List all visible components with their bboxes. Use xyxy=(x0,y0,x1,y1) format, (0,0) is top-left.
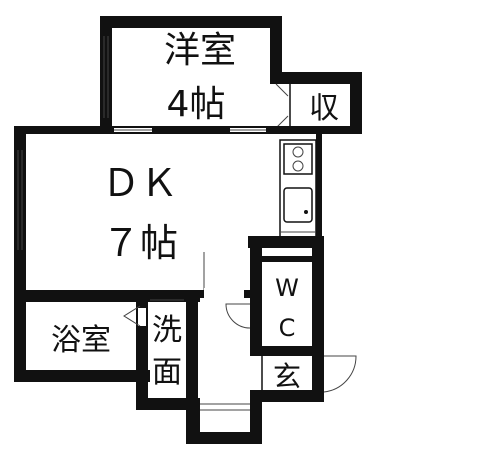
dining-kitchen: ＤＫ ７帖 xyxy=(14,126,322,302)
washroom-label-bottom: 面 xyxy=(152,355,182,390)
toilet-room: W C xyxy=(225,236,324,356)
dk-name: ＤＫ xyxy=(102,161,178,205)
bath-label: 浴室 xyxy=(51,323,111,358)
storage-closet: 収 xyxy=(270,72,362,130)
wall-entrance-right xyxy=(312,346,324,402)
sink-icon xyxy=(283,187,313,223)
washroom-label-top: 洗 xyxy=(152,313,182,348)
wall-bath-left xyxy=(14,290,26,382)
wall-storage-top xyxy=(270,72,362,84)
wall-hall-bottom xyxy=(186,432,262,444)
wall-entrance-bottom xyxy=(250,390,324,402)
wall-bath-right xyxy=(136,290,148,382)
wall-western-left xyxy=(100,16,112,130)
wall-wc-bottom xyxy=(250,346,324,356)
western-room-size: 4帖 xyxy=(167,84,226,125)
wall-bath-bottom xyxy=(14,370,150,382)
kitchen-counter xyxy=(279,139,317,239)
entrance-label: 玄 xyxy=(273,360,301,393)
storage-door-swing xyxy=(275,83,289,129)
bath-room: 浴室 xyxy=(14,290,200,382)
wall-bath-top xyxy=(14,290,200,302)
wall-wc-right xyxy=(312,236,324,356)
wall-storage-right xyxy=(350,72,362,130)
wall-dk-top-left xyxy=(14,126,114,134)
storage-label: 収 xyxy=(309,91,339,126)
western-room: 洋室 4帖 xyxy=(100,16,282,130)
wall-dk-right xyxy=(316,130,322,240)
toilet-label-top: W xyxy=(275,274,299,302)
entrance: 玄 xyxy=(250,346,357,402)
wall-hall-right xyxy=(250,390,262,444)
wall-wc-left xyxy=(250,236,262,356)
wall-wash-bottom xyxy=(136,398,198,410)
wall-wash-right xyxy=(186,290,198,410)
western-room-name: 洋室 xyxy=(164,30,236,71)
wall-western-right xyxy=(270,16,282,72)
washroom: 洗 面 xyxy=(136,290,198,410)
entrance-door-swing xyxy=(323,355,357,393)
wall-wc-top xyxy=(248,236,322,248)
wall-dk-left xyxy=(14,126,26,302)
wall-western-top xyxy=(100,16,280,28)
stove-icon xyxy=(283,143,313,175)
dk-size: ７帖 xyxy=(102,221,178,265)
bath-door-mark xyxy=(123,305,141,327)
toilet-label-bottom: C xyxy=(279,314,296,342)
wc-door-swing xyxy=(225,303,251,329)
hallway xyxy=(186,390,262,444)
